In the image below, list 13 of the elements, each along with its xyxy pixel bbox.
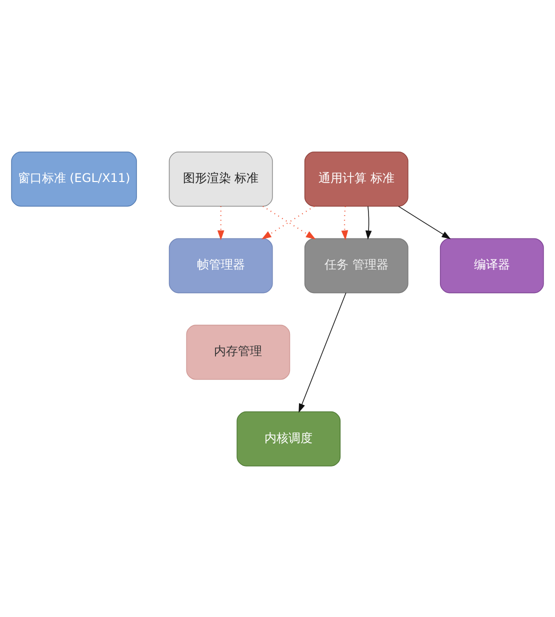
node-box: 图形渲染 标准 <box>168 151 273 206</box>
node-box: 内核调度 <box>236 410 341 466</box>
arrow <box>341 206 348 240</box>
arrow <box>217 206 224 240</box>
node-box: 内存管理 <box>186 324 290 380</box>
node-box: 任务 管理器 <box>304 238 408 293</box>
node-box: 编译器 <box>440 238 544 293</box>
node-box: 窗口标准 (EGL/X11) <box>11 151 137 206</box>
arrow <box>398 205 451 239</box>
arrow <box>365 205 372 240</box>
node-box: 通用计算 标准 <box>304 151 408 206</box>
node-box: 帧管理器 <box>168 238 273 293</box>
arrow <box>298 292 346 412</box>
